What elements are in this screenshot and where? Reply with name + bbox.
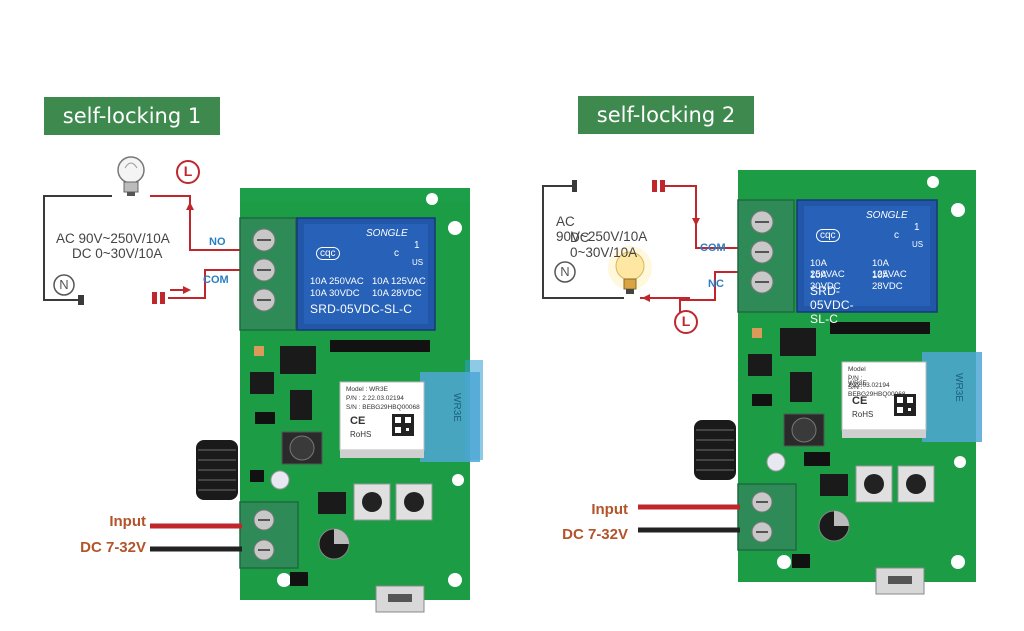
relay-cqc: cqc: [816, 229, 840, 242]
relay-rating-2-right: 10A 28VDC: [872, 270, 903, 292]
coil-antenna: [694, 420, 736, 480]
output-terminal-block: [737, 199, 795, 313]
neutral-wire: [542, 185, 624, 299]
com-wire: [168, 269, 240, 299]
wiring-diagram: [43, 156, 483, 613]
live-wire-com: [662, 185, 738, 249]
relay-brand: SONGLE: [366, 228, 408, 239]
relay-rating-2-right: 10A 28VDC: [372, 288, 422, 299]
relay-ul-us: US: [912, 240, 924, 249]
capacitor: [818, 510, 850, 542]
wifi-module: [841, 361, 927, 438]
spec-line-2: DC 0~30V/10A: [570, 230, 638, 260]
N-marker-label: N: [560, 264, 570, 279]
relay-ul-us: US: [412, 258, 424, 267]
wifi-antenna: [922, 352, 982, 442]
terminal-label-top: NO: [209, 236, 226, 248]
neutral-wire: [43, 195, 112, 301]
relay-rating-1-right: 10A 125VAC: [372, 276, 426, 287]
relay-rating-1-left: 10A 250VAC: [810, 258, 845, 280]
panel-title: self-locking 1: [44, 97, 220, 135]
spec-line-1: AC 90V~250V/10A: [556, 214, 648, 244]
relay-ul-1: 1: [414, 240, 420, 251]
module-pn: P/N : 2.22.03.02194: [848, 375, 890, 389]
relay-model: SRD-05VDC-SL-C: [810, 284, 854, 326]
spec-line-1: AC 90V~250V/10A: [56, 231, 170, 246]
module-sn: S/N : BEBG29HBQ00068: [346, 404, 420, 411]
relay-rating-1-left: 10A 250VAC: [310, 276, 364, 287]
relay: [296, 217, 436, 331]
relay-model: SRD-05VDC-SL-C: [310, 302, 413, 316]
relay-ul-c: c: [894, 230, 899, 241]
L-marker-label: L: [183, 163, 193, 179]
input-label-line-2: DC 7-32V: [562, 526, 628, 543]
relay-rating-2-left: 10A 30VDC: [810, 270, 841, 292]
relay: [796, 199, 938, 313]
light-bulb-icon: [608, 246, 652, 294]
relay-rating-1-right: 10A 125VAC: [872, 258, 907, 280]
wifi-module: [339, 381, 425, 458]
module-model: Model : WR3E: [848, 366, 867, 387]
light-bulb-icon: [117, 156, 145, 196]
input-label-line-2: DC 7-32V: [80, 539, 146, 556]
input-label-line-1: Input: [591, 501, 628, 518]
neutral-wire-end: [572, 180, 577, 192]
L-marker-label: L: [681, 313, 691, 329]
L-circle-icon: [674, 310, 698, 334]
panel-self-locking-2: self-locking 2: [542, 96, 982, 595]
output-terminal-block: [239, 217, 297, 331]
input-terminal-block: [239, 501, 299, 569]
relay-rating-2-left: 10A 30VDC: [310, 288, 360, 299]
ce-mark-icon: CE: [852, 395, 868, 407]
terminal-label-bottom: NC: [708, 278, 724, 290]
micro-usb-port: [875, 567, 925, 595]
coil-antenna: [196, 440, 238, 500]
module-sn: S/N : BEBG29HBQ00068: [848, 384, 906, 398]
relay-ul-c: c: [394, 248, 399, 259]
push-button-2: [395, 483, 433, 521]
L-circle-icon: [176, 160, 200, 184]
input-label-line-1: Input: [109, 513, 146, 530]
wifi-antenna: [420, 372, 480, 462]
relay-ul-1: 1: [914, 222, 920, 233]
nc-wire: [679, 271, 738, 318]
push-button-1: [855, 465, 893, 503]
N-circle-icon: [53, 274, 75, 296]
panel-title: self-locking 2: [578, 96, 754, 134]
push-button-2: [897, 465, 935, 503]
terminal-label-bottom: COM: [203, 274, 229, 286]
antenna-label: WR3E: [952, 373, 964, 402]
panel-self-locking-1: self-locking 1: [43, 97, 483, 613]
capacitor: [318, 528, 350, 560]
relay-cqc: cqc: [316, 247, 340, 260]
N-marker-label: N: [59, 277, 69, 292]
ce-mark-icon: CE: [350, 415, 366, 427]
N-circle-icon: [554, 261, 576, 283]
neutral-wire-end: [78, 295, 84, 305]
spec-line-2: DC 0~30V/10A: [72, 246, 163, 261]
live-wire: [150, 195, 240, 251]
com-wire-end: [152, 292, 157, 304]
micro-usb-port: [375, 585, 425, 613]
input-terminal-block: [737, 483, 797, 551]
module-rohs: RoHS: [852, 410, 874, 419]
relay-brand: SONGLE: [866, 210, 908, 221]
module-model: Model : WR3E: [346, 386, 388, 393]
push-button-1: [353, 483, 391, 521]
module-rohs: RoHS: [350, 430, 372, 439]
terminal-label-top: COM: [700, 242, 726, 254]
module-pn: P/N : 2.22.03.02194: [346, 395, 404, 402]
